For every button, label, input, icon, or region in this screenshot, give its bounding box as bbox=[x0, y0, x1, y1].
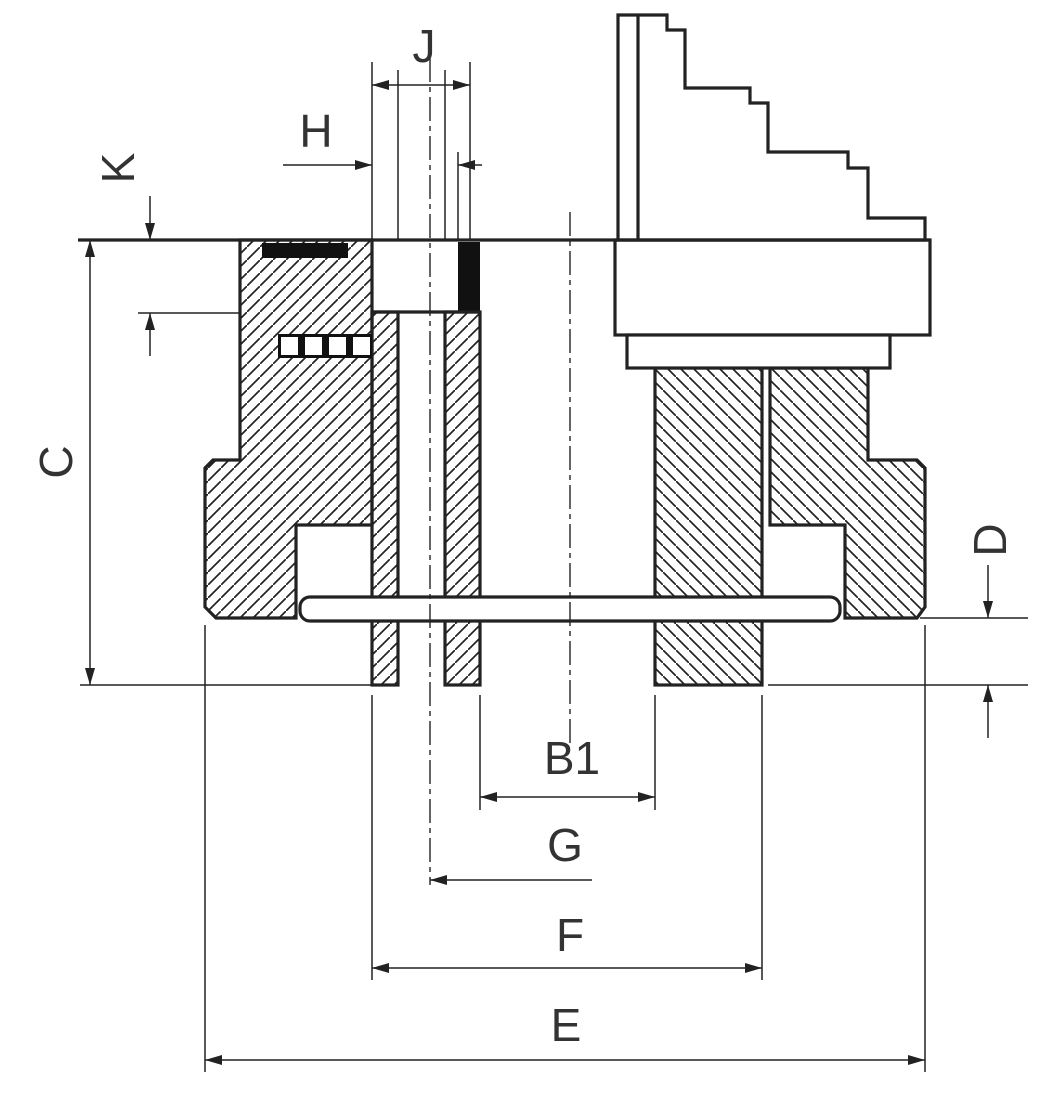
dimension-e: E bbox=[204, 625, 926, 1072]
dimension-j: J bbox=[372, 20, 470, 90]
dimension-label-e: E bbox=[551, 999, 582, 1051]
dimension-h: H bbox=[283, 105, 482, 170]
dimension-label-b1: B1 bbox=[544, 732, 600, 784]
dimension-label-c: C bbox=[30, 445, 82, 478]
thin-wall-blackened-key bbox=[262, 243, 348, 258]
tooth bbox=[353, 337, 370, 355]
dimension-b1: B1 bbox=[479, 695, 656, 810]
thin-wall-blackened-stud-sleeve bbox=[458, 242, 480, 312]
dimension-g: G bbox=[430, 819, 592, 885]
dimension-c: C bbox=[30, 240, 372, 686]
dimension-d: D bbox=[768, 523, 1028, 738]
dimension-k: K bbox=[92, 152, 240, 356]
jaw-step-block bbox=[625, 333, 892, 370]
tooth bbox=[329, 337, 346, 355]
chuck-hub-block bbox=[653, 366, 764, 687]
stud-bore-right-wall bbox=[443, 310, 482, 687]
tooth bbox=[281, 337, 298, 355]
tooth bbox=[305, 337, 322, 355]
dimension-f: F bbox=[371, 695, 763, 980]
chuck-right-body bbox=[768, 366, 927, 620]
dimension-label-f: F bbox=[556, 909, 584, 961]
back-plate-section bbox=[203, 238, 482, 687]
stud-bore-left-wall bbox=[370, 310, 400, 687]
jaw-guide-block bbox=[613, 238, 932, 337]
reversible-jaw-outline bbox=[616, 13, 927, 242]
stud-hole-edges bbox=[371, 62, 471, 240]
dimension-label-g: G bbox=[547, 819, 583, 871]
centerlines bbox=[429, 58, 571, 885]
dimension-label-h: H bbox=[299, 105, 332, 157]
dimension-label-j: J bbox=[413, 20, 436, 72]
dimension-label-d: D bbox=[964, 523, 1016, 556]
dimension-label-k: K bbox=[92, 152, 144, 183]
chuck-body-section bbox=[613, 13, 932, 687]
serration-teeth bbox=[278, 334, 372, 358]
back-plate-left-body bbox=[203, 238, 374, 620]
